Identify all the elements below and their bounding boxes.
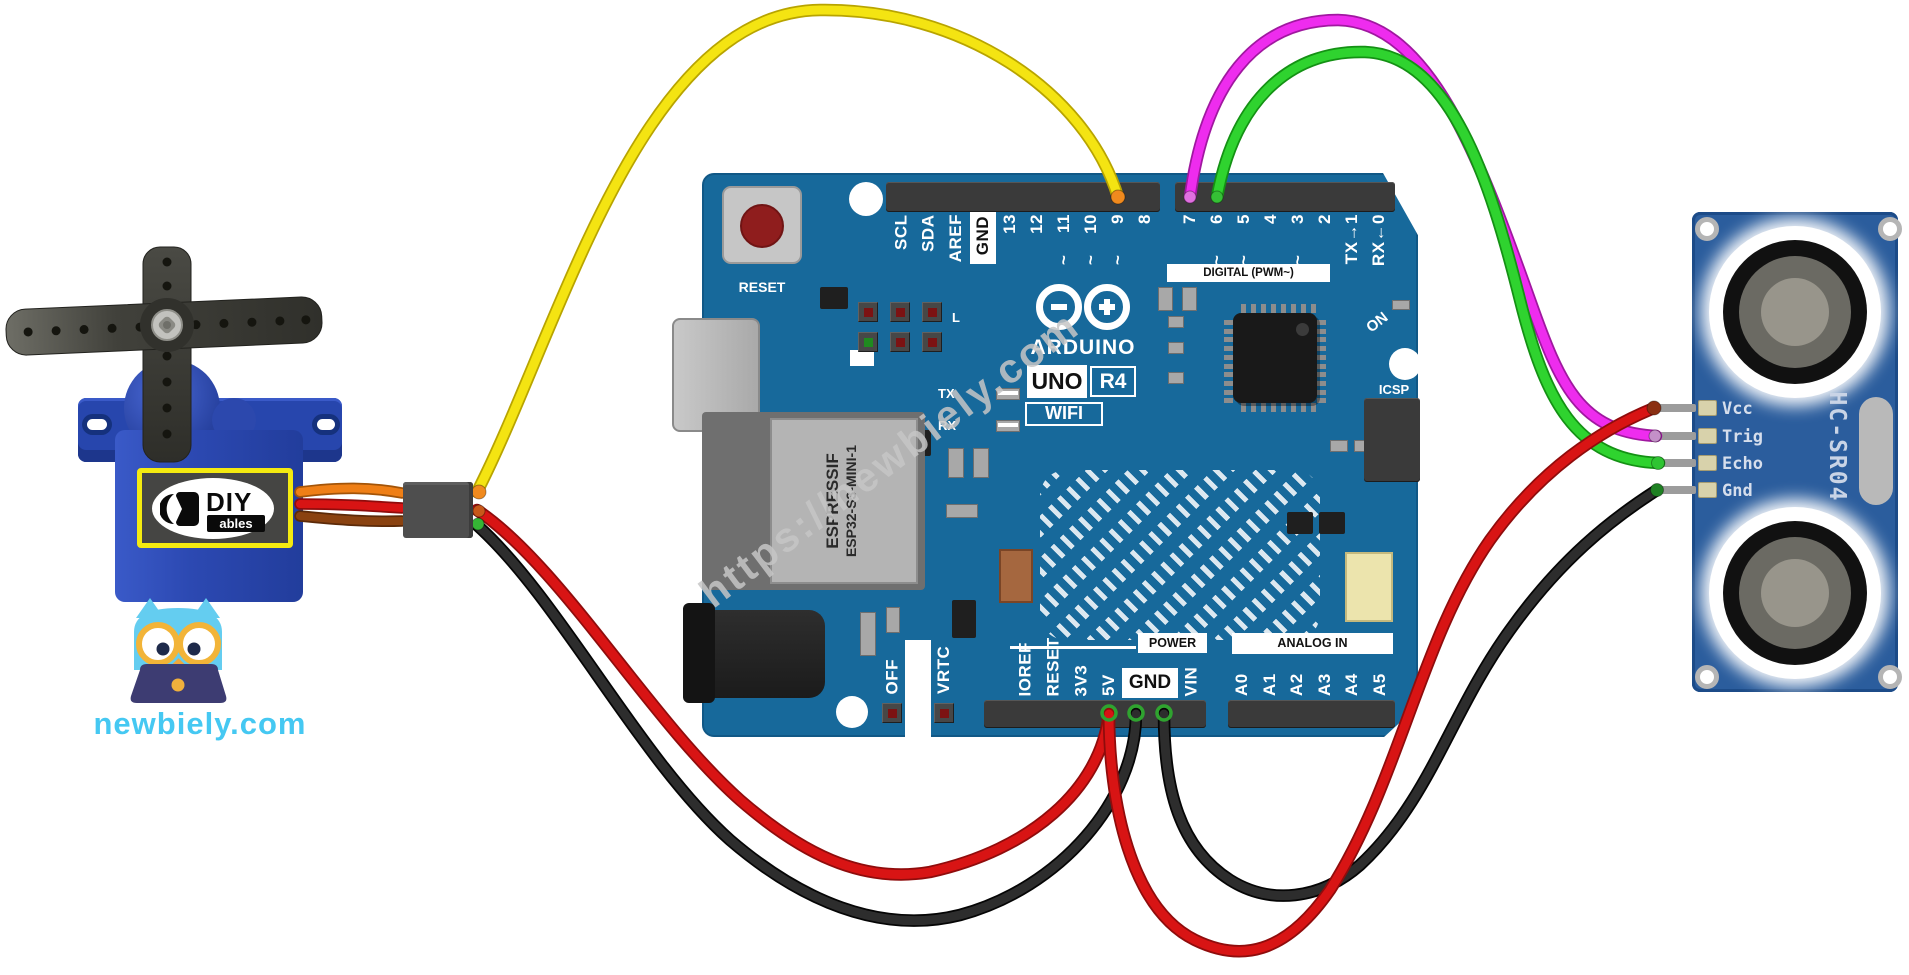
sensor-crystal	[1859, 397, 1893, 505]
site-brand-text: newbiely.com	[93, 706, 307, 741]
sensor-pad-Gnd	[1698, 482, 1717, 498]
sensor-hole	[1878, 665, 1902, 689]
servo-mount-slot-right	[312, 414, 340, 435]
sensor-pin-label-Vcc: Vcc	[1722, 399, 1753, 419]
horn-hole	[162, 351, 172, 361]
horn-hole	[219, 318, 229, 328]
servo-brand-text: DIY	[206, 487, 253, 517]
sensor-pin-stub-Echo	[1656, 459, 1696, 467]
horn-hole	[275, 316, 285, 326]
horn-hole	[301, 315, 311, 325]
sensor-pad-Echo	[1698, 455, 1717, 471]
power-section-label: POWER	[1138, 633, 1207, 653]
smd-component	[1168, 372, 1184, 384]
newbiely-owl-logo	[130, 598, 227, 703]
digital-section-label: DIGITAL (PWM~)	[1167, 264, 1330, 282]
smd-component	[1168, 316, 1184, 328]
diyables-logo-icon	[160, 492, 199, 526]
sensor-hole	[1695, 665, 1719, 689]
sensor-pin-stub-Gnd	[1656, 486, 1696, 494]
sensor-pin-stub-Trig	[1656, 432, 1696, 440]
revision-label: R4	[1090, 366, 1136, 397]
servo-mount-slot-left	[82, 414, 112, 435]
reset-button-cap[interactable]	[740, 204, 784, 248]
smd-transistor	[1287, 512, 1313, 534]
smd-component	[1158, 287, 1173, 311]
wifi-label: WIFI	[1025, 402, 1103, 426]
horn-hole	[162, 429, 172, 439]
sensor-pin-label-Gnd: Gnd	[1722, 481, 1753, 501]
horn-hole	[51, 326, 61, 336]
horn-hole	[162, 281, 172, 291]
smd-component	[1168, 342, 1184, 354]
sensor-pin-label-Echo: Echo	[1722, 454, 1763, 474]
horn-hole	[107, 323, 117, 333]
servo-horn	[5, 246, 323, 463]
splice-connector	[403, 482, 473, 538]
gnd-bottom-label: GND	[1122, 668, 1178, 698]
analog-section-label: ANALOG IN	[1232, 633, 1393, 654]
barrel-jack-flange	[683, 603, 715, 703]
horn-hole	[162, 377, 172, 387]
icsp-label: ICSP	[1378, 382, 1410, 397]
sensor-hole	[1695, 217, 1719, 241]
transducer-center	[1761, 278, 1829, 346]
qwiic-connector	[1345, 552, 1393, 622]
led-l-label: L	[952, 310, 960, 325]
smd-transistor	[1319, 512, 1345, 534]
horn-hole	[23, 327, 33, 337]
horn-hole	[79, 325, 89, 335]
sensor-pad-Vcc	[1698, 400, 1717, 416]
sensor-pin-stub-Vcc	[1656, 404, 1696, 412]
transducer-center	[1761, 559, 1829, 627]
sensor-name-label: HC-SR04	[1824, 391, 1850, 503]
horn-hole	[162, 403, 172, 413]
reset-label: RESET	[738, 279, 786, 295]
horn-hole	[247, 317, 257, 327]
barrel-jack	[707, 610, 825, 698]
chip-pin1-dot	[1296, 323, 1309, 336]
plus-icon-vertical	[1104, 299, 1110, 315]
sensor-pin-label-Trig: Trig	[1722, 427, 1763, 447]
horn-hole	[162, 257, 172, 267]
servo-brand-subtext: ables	[207, 515, 265, 532]
sensor-pad-Trig	[1698, 428, 1717, 444]
sensor-hole	[1878, 217, 1902, 241]
